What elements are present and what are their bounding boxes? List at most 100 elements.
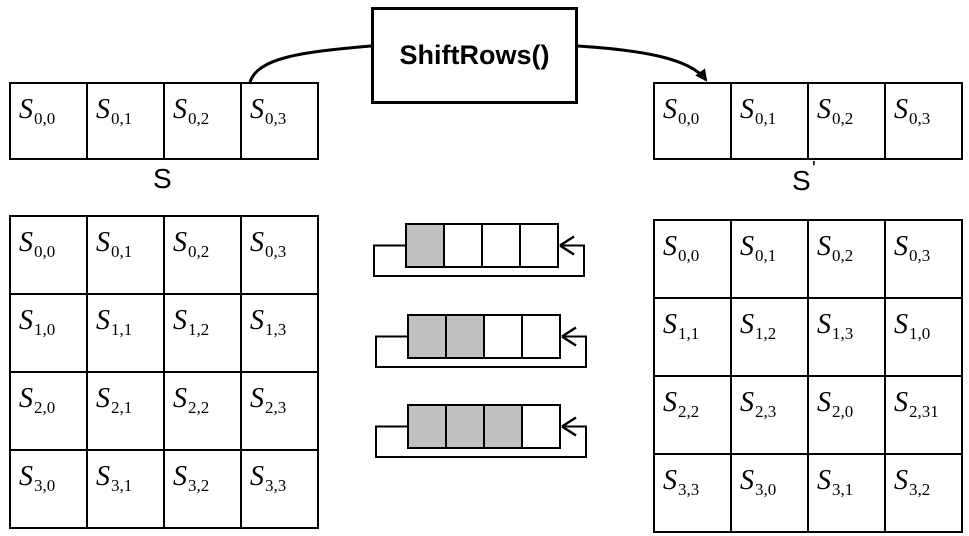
shifted-byte-cell [445, 404, 485, 449]
state-cell: S1,1 [86, 293, 165, 373]
state-cell: S2,3 [240, 371, 319, 451]
shifted-byte-cell [445, 314, 485, 359]
function-label: ShiftRows() [399, 40, 550, 70]
cell-symbol: S [96, 227, 110, 258]
cell-symbol: S [19, 461, 33, 492]
function-to-output-arrow [577, 44, 708, 82]
cell-symbol: S [894, 94, 908, 125]
cell-symbol: S [740, 387, 754, 418]
cell-symbol: S [173, 227, 187, 258]
shift-row-illustration [375, 314, 587, 368]
cell-subscript: 2,0 [34, 398, 56, 417]
input-state-label: S [153, 163, 172, 194]
cell-symbol: S [19, 305, 33, 336]
rotation-loop-arrow [375, 425, 587, 458]
state-cell: S0,0 [653, 82, 732, 160]
cell-subscript: 1,2 [755, 324, 777, 343]
state-cell: S2,31 [884, 375, 963, 455]
state-cell: S0,2 [163, 215, 242, 295]
cell-subscript: 3,2 [909, 480, 931, 499]
cell-symbol: S [740, 231, 754, 262]
arrowhead-icon [561, 416, 577, 437]
cell-symbol: S [663, 309, 677, 340]
shifted-byte-cell [483, 404, 523, 449]
cell-symbol: S [173, 461, 187, 492]
cell-symbol: S [894, 387, 908, 418]
cell-symbol: S [663, 387, 677, 418]
cell-subscript: 1,1 [111, 320, 133, 339]
cell-subscript: 3,3 [678, 480, 700, 499]
cell-symbol: S [250, 94, 264, 125]
shiftrows-function-box: ShiftRows() [371, 7, 578, 104]
arrowhead-icon [559, 235, 575, 256]
cell-symbol: S [19, 94, 33, 125]
cell-symbol: S [817, 231, 831, 262]
cell-symbol: S [740, 309, 754, 340]
byte-cell [483, 314, 523, 359]
state-cell: S2,2 [653, 375, 732, 455]
state-cell: S2,2 [163, 371, 242, 451]
cell-subscript: 0,2 [188, 242, 210, 261]
state-cell: S0,2 [807, 219, 886, 299]
cell-subscript: 0,2 [832, 109, 854, 128]
cell-symbol: S [250, 383, 264, 414]
state-cell: S0,3 [884, 82, 963, 160]
cell-subscript: 0,3 [909, 109, 931, 128]
cell-subscript: 0,2 [188, 109, 210, 128]
cell-symbol: S [740, 465, 754, 496]
cell-subscript: 0,0 [34, 109, 56, 128]
state-cell: S3,3 [653, 453, 732, 533]
shifted-byte-cell [405, 223, 445, 268]
output-state-prime: ' [812, 158, 816, 180]
cell-symbol: S [250, 227, 264, 258]
shift-row-illustration [373, 223, 585, 277]
arrowhead-icon [561, 326, 577, 347]
cell-subscript: 0,0 [678, 109, 700, 128]
cell-symbol: S [96, 94, 110, 125]
cell-subscript: 2,31 [909, 402, 939, 421]
shifted-byte-cell [407, 404, 447, 449]
state-cell: S0,3 [240, 215, 319, 295]
cell-subscript: 3,0 [755, 480, 777, 499]
state-cell: S3,2 [163, 449, 242, 529]
state-cell: S0,3 [884, 219, 963, 299]
cell-symbol: S [173, 94, 187, 125]
state-cell: S1,2 [730, 297, 809, 377]
cell-subscript: 0,0 [678, 246, 700, 265]
cell-symbol: S [894, 309, 908, 340]
shifted-byte-cell [407, 314, 447, 359]
state-cell: S0,0 [9, 215, 88, 295]
cell-symbol: S [663, 231, 677, 262]
cell-subscript: 2,2 [188, 398, 210, 417]
cell-subscript: 2,1 [111, 398, 133, 417]
byte-cell [519, 223, 559, 268]
state-cell: S3,0 [9, 449, 88, 529]
cell-subscript: 2,3 [755, 402, 777, 421]
state-cell: S3,1 [86, 449, 165, 529]
state-cell: S0,1 [730, 219, 809, 299]
cell-symbol: S [663, 465, 677, 496]
state-cell: S0,0 [9, 82, 88, 160]
state-cell: S0,3 [240, 82, 319, 160]
state-cell: S2,3 [730, 375, 809, 455]
cell-subscript: 0,2 [832, 246, 854, 265]
byte-cell [521, 314, 561, 359]
state-cell: S1,0 [884, 297, 963, 377]
state-cell: S0,1 [86, 215, 165, 295]
state-cell: S0,2 [807, 82, 886, 160]
cell-subscript: 1,1 [678, 324, 700, 343]
cell-subscript: 3,1 [832, 480, 854, 499]
state-cell: S2,1 [86, 371, 165, 451]
cell-subscript: 0,3 [265, 242, 287, 261]
